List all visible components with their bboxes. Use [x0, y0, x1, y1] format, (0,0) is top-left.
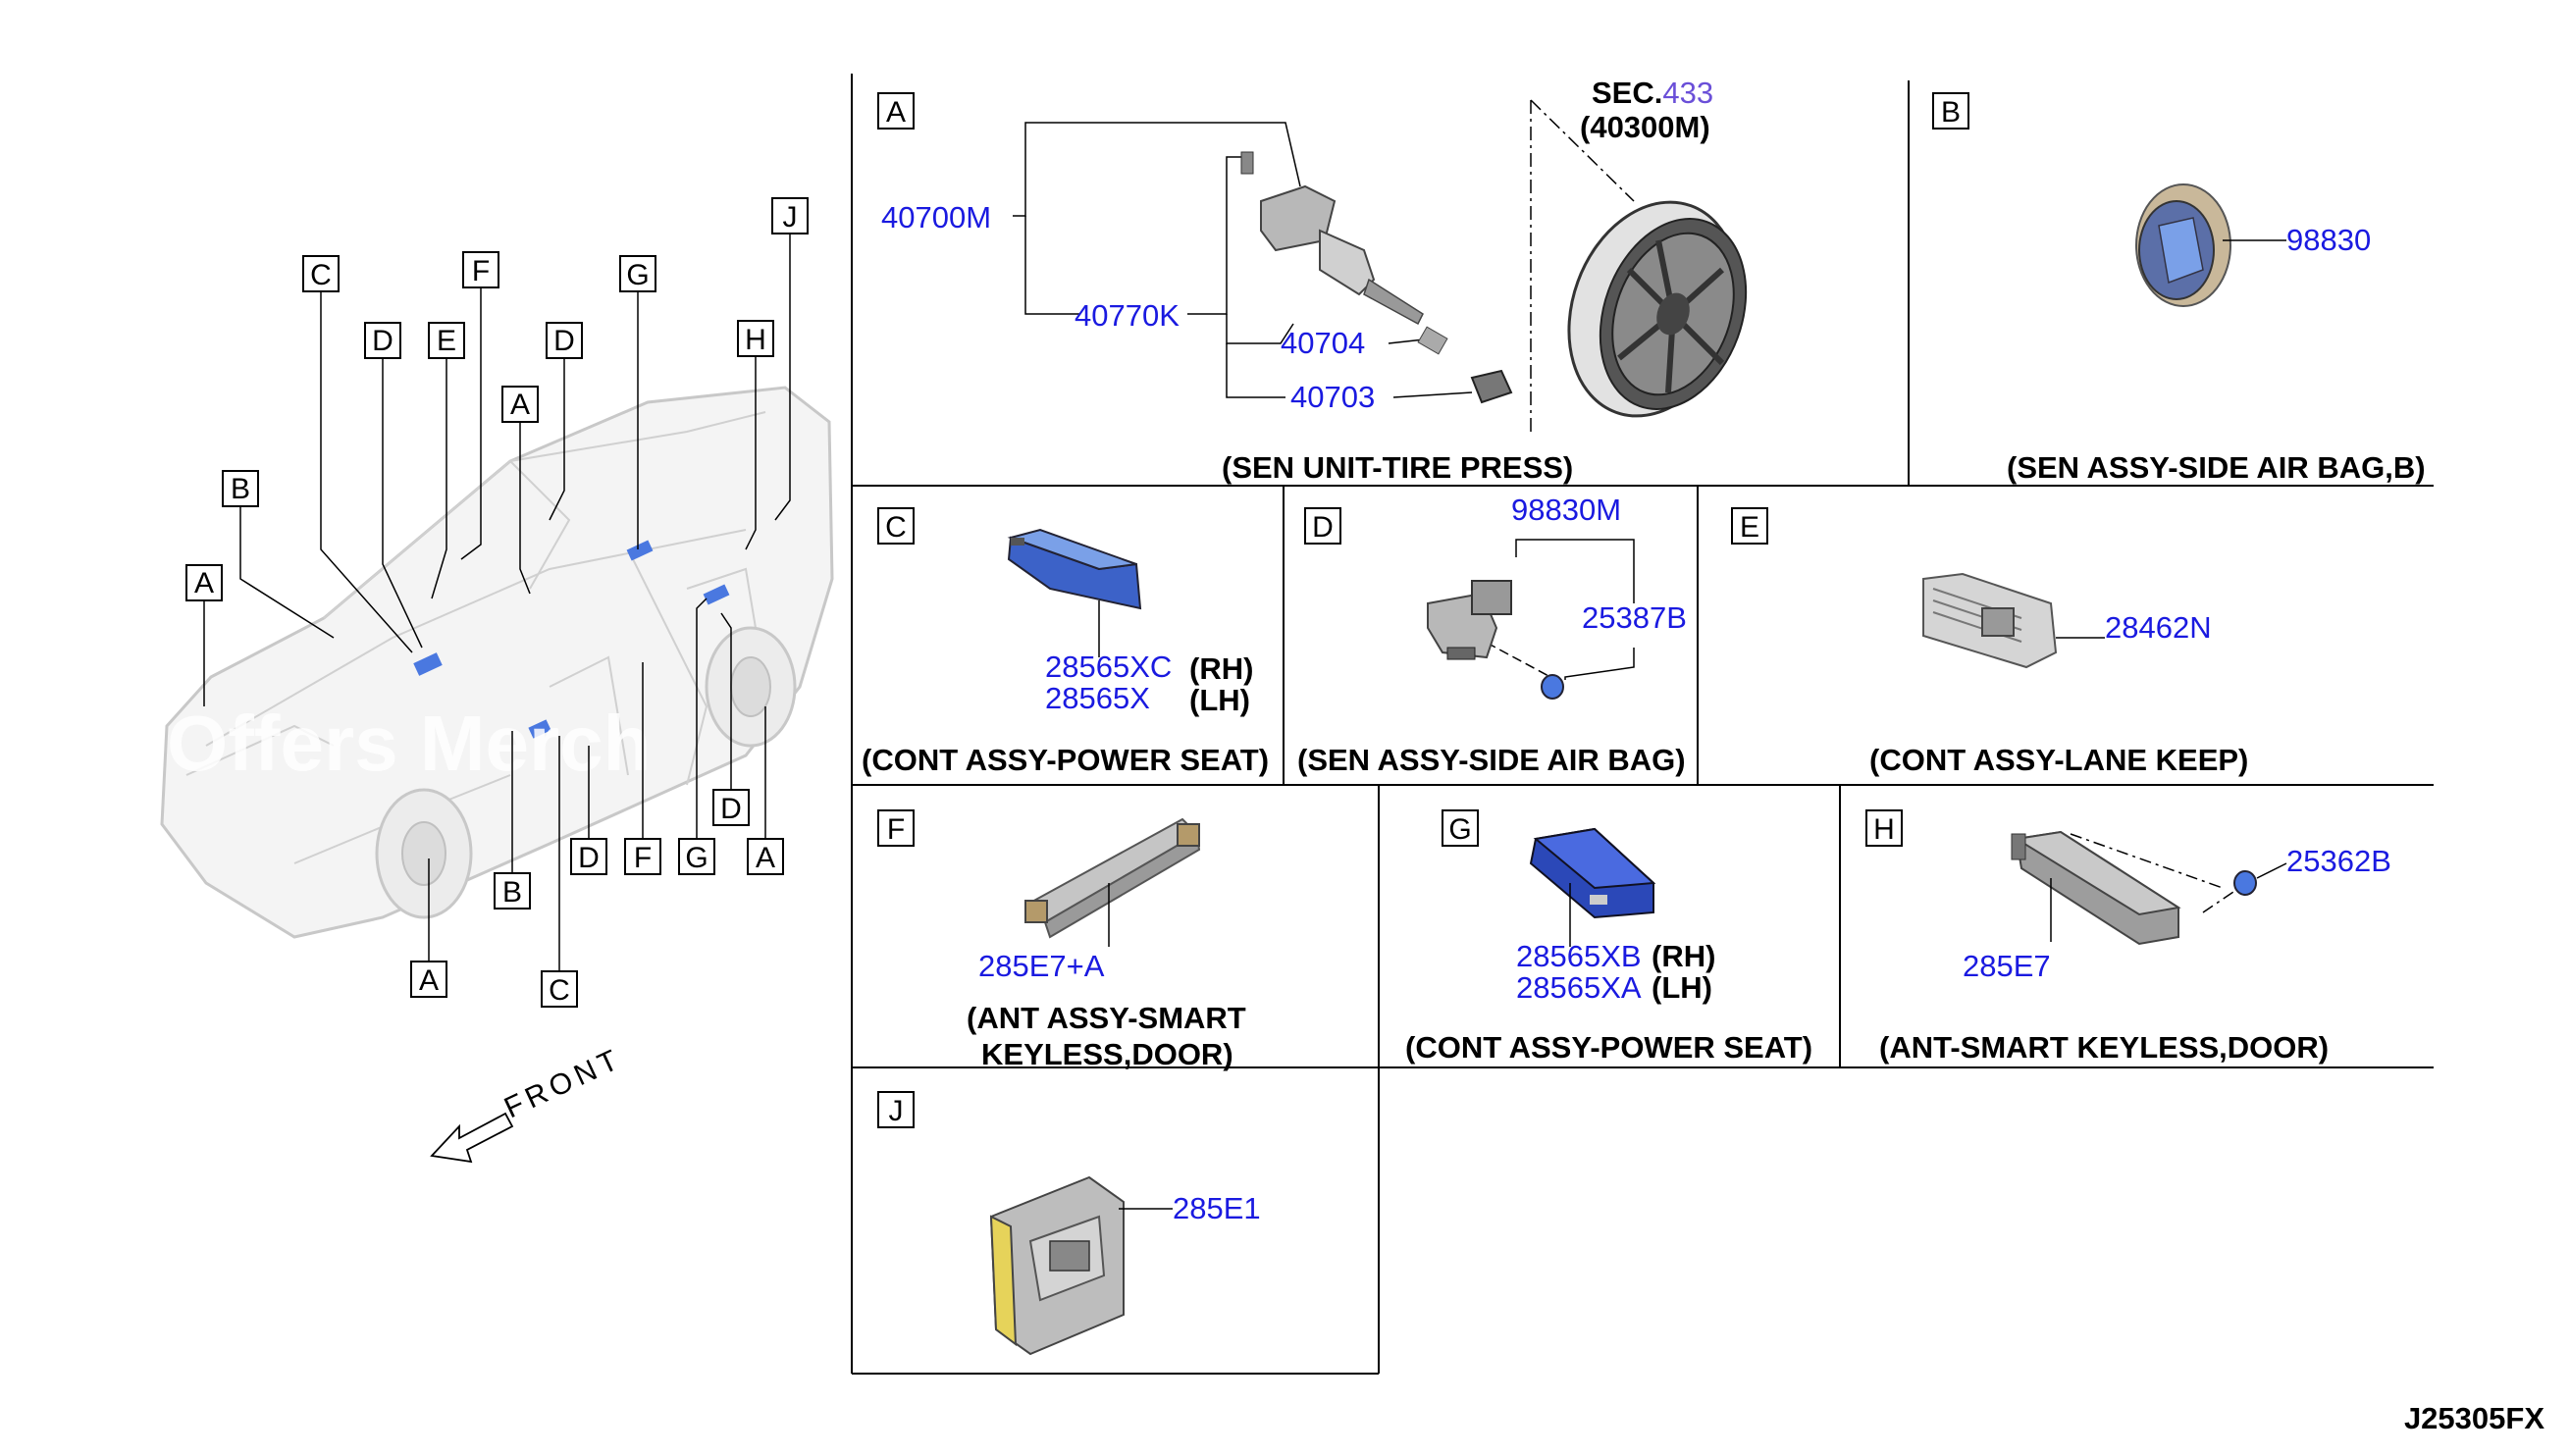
panel-grid — [851, 74, 2434, 1375]
panel-h-caption: (ANT-SMART KEYLESS,DOOR) — [1879, 1030, 2329, 1065]
panel-d-letter: D — [1312, 511, 1334, 544]
callout-a-bottom-right: A — [756, 842, 775, 874]
panel-a: A — [877, 76, 1748, 485]
panel-g-caption: (CONT ASSY-POWER SEAT) — [1405, 1030, 1812, 1065]
panel-d-caption: (SEN ASSY-SIDE AIR BAG) — [1297, 743, 1686, 777]
power-seat-controller-g-illustration — [1529, 827, 1656, 919]
panel-g-side-lh: (LH) — [1652, 970, 1712, 1005]
diagram-id: J25305FX — [2404, 1401, 2544, 1435]
lane-keep-controller-illustration — [1922, 572, 2058, 669]
smart-keyless-antenna-h-illustration — [2011, 830, 2257, 946]
callout-g-top: G — [626, 259, 649, 291]
callout-c-bottom: C — [549, 974, 570, 1007]
callout-a-bottom: A — [419, 964, 439, 997]
control-unit-285e1-illustration — [989, 1175, 1125, 1356]
part-285e7-a[interactable]: 285E7+A — [978, 949, 1105, 983]
front-arrow-icon — [430, 1112, 514, 1164]
panel-e-caption: (CONT ASSY-LANE KEEP) — [1869, 743, 2248, 777]
component-markers — [413, 540, 730, 739]
vehicle-overview: Offers Merch — [160, 197, 834, 1164]
panel-f-caption-line2: KEYLESS,DOOR) — [981, 1037, 1233, 1071]
callout-a-top: A — [510, 389, 530, 421]
callout-f-bottom: F — [634, 842, 652, 874]
callout-a-left: A — [194, 567, 214, 599]
watermark: Offers Merch — [167, 700, 651, 787]
panel-c-side-rh: (RH) — [1189, 651, 1253, 686]
panel-b-caption: (SEN ASSY-SIDE AIR BAG,B) — [2007, 450, 2426, 485]
panel-g: G 28565XB 28565XA (RH) (LH) (CONT ASSY-P… — [1405, 809, 1812, 1065]
panel-e-letter: E — [1740, 511, 1759, 544]
panel-f-caption-line1: (ANT ASSY-SMART — [967, 1001, 1246, 1035]
panel-g-side-rh: (RH) — [1652, 939, 1715, 973]
panel-e: E 28462N (CONT ASSY-LANE KEEP) — [1731, 507, 2248, 777]
panel-a-ref-part: (40300M) — [1580, 110, 1710, 144]
panel-d: D 98830M 25387B (SEN ASSY-SIDE AIR BAG) — [1297, 493, 1687, 777]
part-28565xc[interactable]: 28565XC — [1045, 650, 1172, 684]
panel-b: B 98830 (SEN ASSY-SIDE AIR BAG,B) — [1932, 92, 2426, 485]
callout-h-top: H — [745, 324, 766, 356]
part-40700m[interactable]: 40700M — [881, 200, 991, 234]
part-28565xb[interactable]: 28565XB — [1516, 939, 1642, 973]
callout-e-top: E — [437, 325, 456, 357]
part-40703[interactable]: 40703 — [1290, 380, 1375, 414]
wheel-illustration — [1530, 99, 1748, 432]
panel-a-caption: (SEN UNIT-TIRE PRESS) — [1222, 450, 1573, 485]
panel-g-letter: G — [1448, 813, 1471, 846]
panel-c-side-lh: (LH) — [1189, 683, 1250, 717]
panel-f: F 285E7+A (ANT ASSY-SMART KEYLESS,DOOR) — [877, 809, 1246, 1071]
callout-b-bottom: B — [502, 876, 522, 909]
power-seat-controller-illustration — [1007, 528, 1142, 610]
side-airbag-sensor-illustration — [2135, 183, 2231, 307]
callout-d-top-left: D — [372, 325, 393, 357]
callout-d-bottom-right: D — [720, 793, 742, 825]
callout-c-top: C — [310, 259, 332, 291]
part-285e1[interactable]: 285E1 — [1173, 1191, 1261, 1225]
panel-j: J 285E1 — [877, 1091, 1261, 1356]
callout-f-top: F — [472, 255, 490, 287]
panel-a-letter: A — [886, 96, 906, 129]
vehicle-outline — [160, 386, 834, 939]
part-25362b[interactable]: 25362B — [2286, 844, 2391, 878]
callout-boxes — [185, 197, 809, 1008]
callout-d-bottom: D — [578, 842, 600, 874]
part-98830[interactable]: 98830 — [2286, 223, 2371, 257]
panel-h-letter: H — [1873, 813, 1895, 846]
callout-d-top-right: D — [553, 325, 575, 357]
callout-b-top: B — [231, 473, 250, 505]
part-25387b[interactable]: 25387B — [1582, 600, 1687, 635]
part-28565x[interactable]: 28565X — [1045, 681, 1150, 715]
part-40770k[interactable]: 40770K — [1075, 298, 1180, 333]
front-label: FRONT — [499, 1042, 627, 1124]
panel-c-letter: C — [885, 511, 907, 544]
panel-b-letter: B — [1941, 96, 1961, 129]
part-28462n[interactable]: 28462N — [2105, 610, 2212, 645]
callout-j-top: J — [783, 201, 798, 234]
side-airbag-sensor-rear-illustration — [1427, 580, 1564, 700]
tire-pressure-sensor-illustration — [1240, 151, 1513, 404]
smart-keyless-antenna-illustration — [1024, 817, 1201, 939]
part-40704[interactable]: 40704 — [1281, 326, 1365, 360]
panel-h: H 25362B 285E7 (ANT-SMART KEYLESS,DOOR) — [1865, 809, 2391, 1065]
panel-f-letter: F — [887, 813, 905, 846]
panel-j-letter: J — [889, 1095, 904, 1127]
callout-g-bottom: G — [685, 842, 708, 874]
part-285e7[interactable]: 285E7 — [1963, 949, 2051, 983]
panel-c: C 28565XC 28565X (RH) (LH) (CONT ASSY-PO… — [862, 507, 1269, 777]
part-98830m[interactable]: 98830M — [1511, 493, 1621, 527]
part-28565xa[interactable]: 28565XA — [1516, 970, 1642, 1005]
panel-a-sec-label: SEC.433 — [1592, 76, 1713, 110]
panel-c-caption: (CONT ASSY-POWER SEAT) — [862, 743, 1269, 777]
